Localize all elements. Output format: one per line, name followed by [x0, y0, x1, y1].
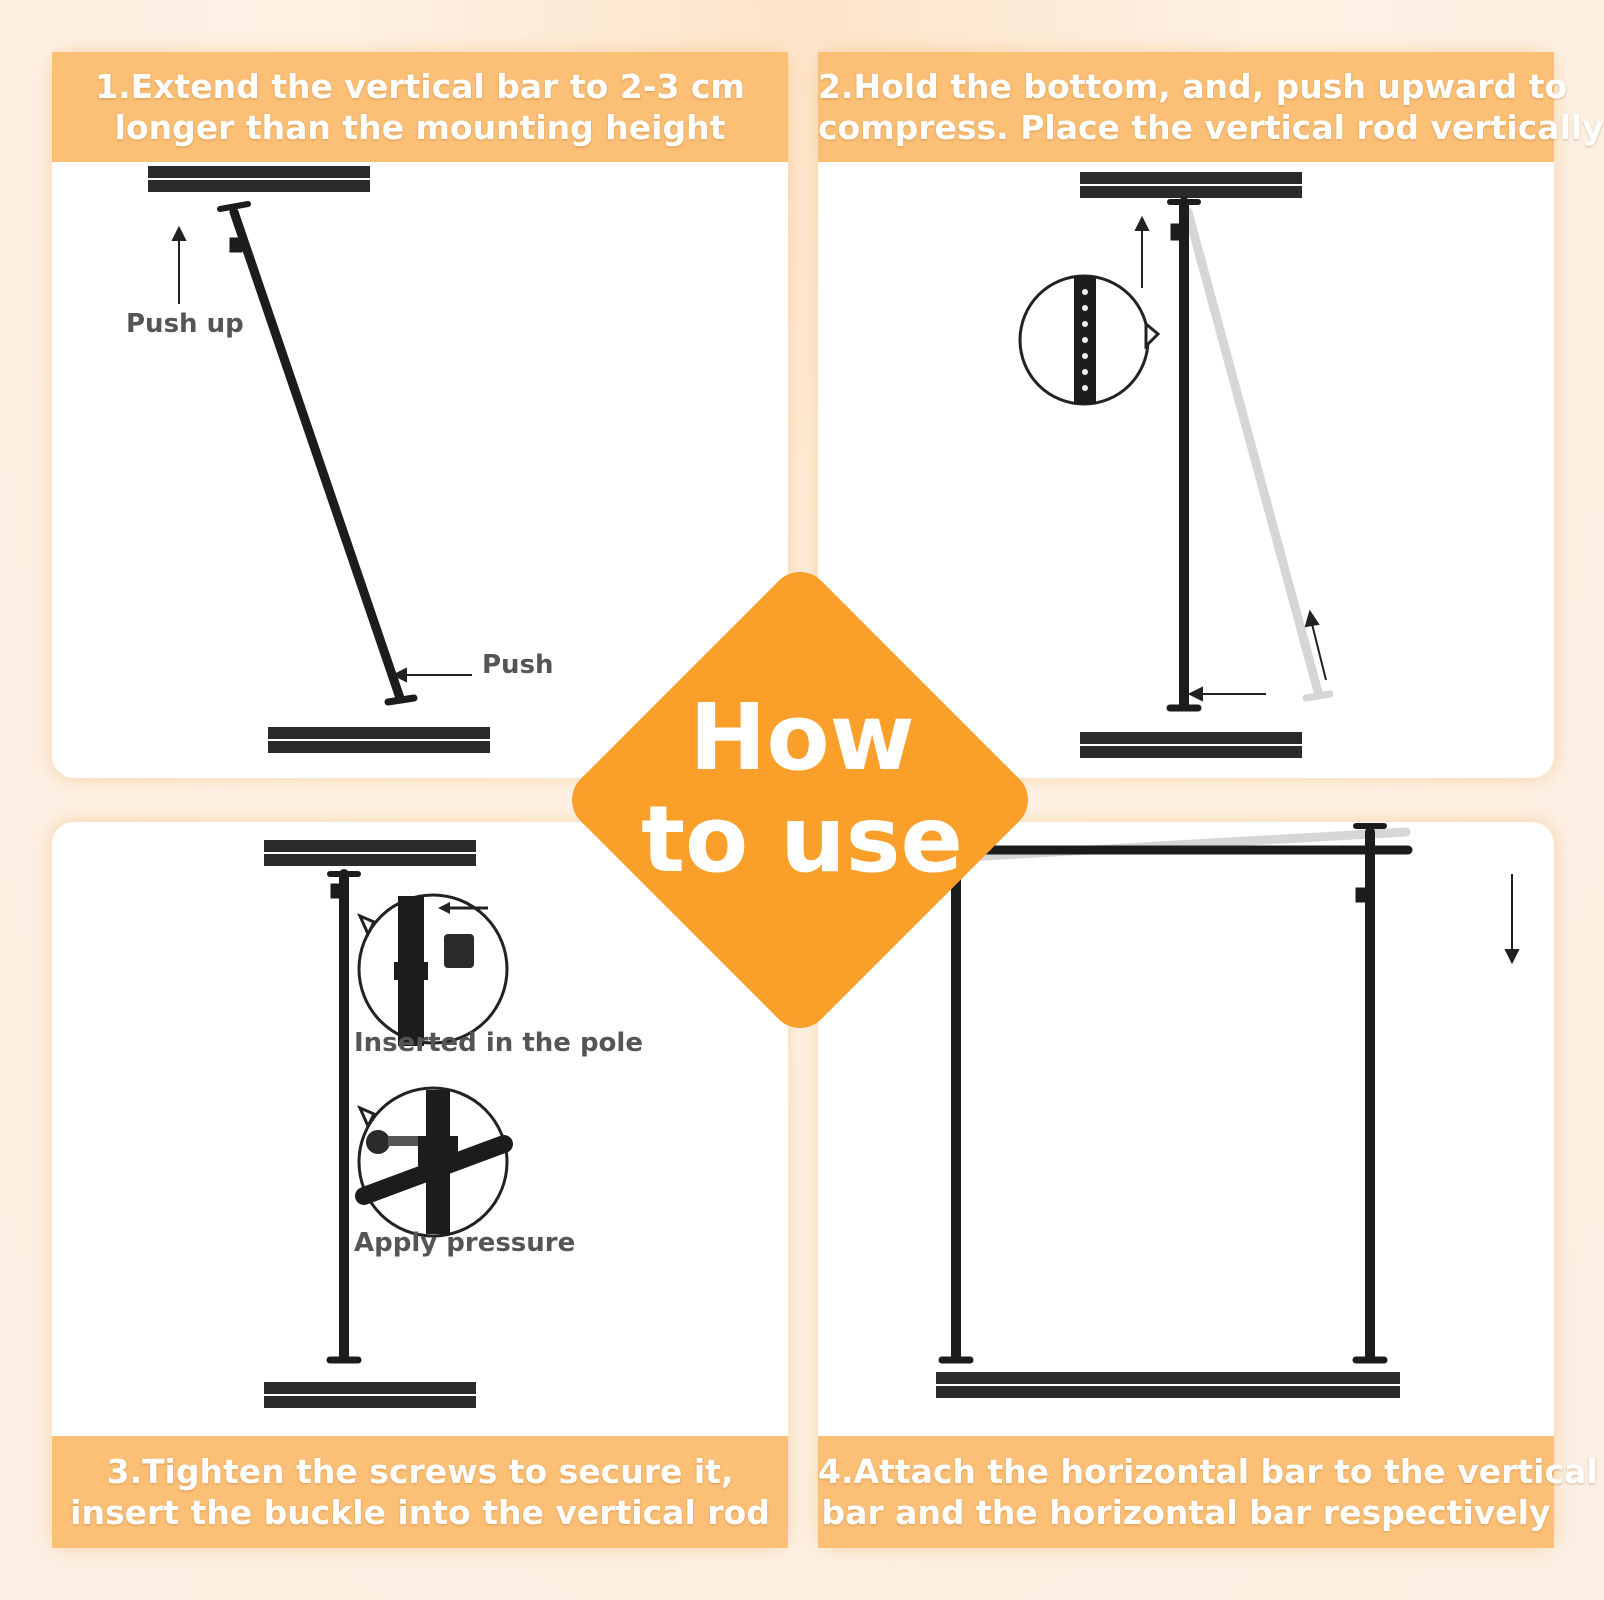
step-1-title-line-2: longer than the mounting height	[114, 108, 726, 147]
step-2-title-line-2: compress. Place the vertical rod vertica…	[818, 108, 1604, 147]
step-3-title: 3.Tighten the screws to secure it, inser…	[52, 1436, 788, 1548]
tilted-pole	[217, 201, 418, 706]
step-2-panel: 2.Hold the bottom, and, push upward to c…	[818, 52, 1604, 778]
vertical-pole	[1166, 197, 1202, 712]
ceiling-tiles	[148, 166, 370, 192]
ceiling-tiles	[1080, 172, 1302, 198]
screw-detail-callout	[355, 1086, 513, 1238]
badge-line-2: to use	[641, 786, 963, 893]
step-3-title-line-2: insert the buckle into the vertical rod	[70, 1493, 770, 1532]
badge-line-1: How	[689, 684, 915, 791]
step-4-title-line-2: bar and the horizontal bar respectively	[821, 1493, 1551, 1532]
step-2-title: 2.Hold the bottom, and, push upward to c…	[818, 52, 1604, 162]
step-4-panel: 4.Attach the horizontal bar to the verti…	[818, 822, 1598, 1548]
floor-tiles	[264, 1382, 476, 1408]
step-1-illustration	[148, 166, 490, 753]
step-4-title: 4.Attach the horizontal bar to the verti…	[818, 1436, 1598, 1548]
step-2-illustration	[1018, 172, 1334, 758]
step-2-title-line-1: 2.Hold the bottom, and, push upward to	[818, 67, 1568, 106]
up-arrow	[1134, 215, 1150, 288]
step-4-title-line-1: 4.Attach the horizontal bar to the verti…	[818, 1452, 1598, 1491]
ghost-pole	[1183, 207, 1334, 702]
left-pole	[938, 853, 974, 1364]
push-label: Push	[482, 650, 554, 680]
step-1-panel: 1.Extend the vertical bar to 2-3 cm long…	[52, 52, 788, 778]
push-arrow	[1187, 686, 1266, 702]
push-up-label: Push up	[126, 309, 244, 339]
buckle-detail-callout	[357, 893, 509, 1046]
inserted-label: Inserted in the pole	[354, 1028, 643, 1058]
hole-detail-callout	[1018, 274, 1161, 406]
step-3-title-line-1: 3.Tighten the screws to secure it,	[106, 1452, 734, 1491]
step-3-panel: Inserted in the pole Apply pressure 3.Ti…	[52, 822, 788, 1548]
floor-tiles	[1080, 732, 1302, 758]
tilt-arrow	[1304, 609, 1327, 681]
down-arrow	[1504, 874, 1520, 965]
step-1-title: 1.Extend the vertical bar to 2-3 cm long…	[52, 52, 788, 162]
floor-tiles	[268, 727, 490, 753]
push-up-arrow	[171, 225, 187, 304]
step-3-illustration	[264, 840, 513, 1408]
floor-tiles	[936, 1372, 1400, 1398]
step-1-title-line-1: 1.Extend the vertical bar to 2-3 cm	[95, 67, 745, 106]
push-arrow	[391, 667, 472, 683]
vertical-pole	[326, 869, 362, 1364]
right-pole	[1352, 823, 1388, 1364]
apply-label: Apply pressure	[354, 1228, 576, 1258]
ceiling-tiles	[264, 840, 476, 866]
